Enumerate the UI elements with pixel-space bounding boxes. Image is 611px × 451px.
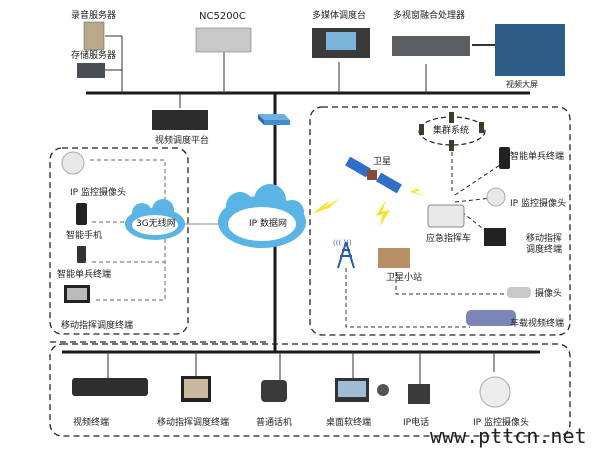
switch-icon <box>258 114 290 125</box>
bottom-group-box <box>49 343 571 437</box>
bottom-mobile-dispatch-label: 移动指挥调度终端 <box>157 418 230 428</box>
tower-icon <box>337 241 355 269</box>
webcam-icon <box>377 384 389 396</box>
ip-phone-icon <box>408 384 430 404</box>
right-single-soldier-terminal-icon <box>499 147 510 169</box>
storage-server-icon <box>77 63 105 78</box>
video-dispatch-platform-label: 视频调度平台 <box>155 136 210 146</box>
svg-text:((( ))): ((( ))) <box>333 239 352 247</box>
multimedia-console-label: 多媒体调度台 <box>312 11 367 21</box>
emergency-vehicle-label: 应急指挥车 <box>426 234 472 244</box>
vehicle-video-terminal-label: 车载视频终端 <box>510 319 565 329</box>
multiwindow-processor-icon <box>392 36 470 56</box>
left-ip-camera-label: IP 监控摄像头 <box>70 188 126 198</box>
video-dispatch-platform-icon <box>152 110 208 130</box>
right-mobile-dispatch-terminal-icon <box>484 228 506 246</box>
satellite-station-label: 卫星小站 <box>386 273 423 283</box>
video-wall-label: 视频大屏 <box>506 80 538 89</box>
single-soldier-terminal-icon <box>77 246 86 263</box>
video-terminal-icon <box>72 378 148 396</box>
vehicle-video-terminal-icon <box>466 310 516 326</box>
satellite-label: 卫星 <box>373 157 392 167</box>
camera-label: 摄像头 <box>535 289 563 299</box>
recording-server-label: 录音服务器 <box>71 11 117 21</box>
mobile-dispatch-line1: 移动指挥 <box>526 234 563 244</box>
3g-network-label: 3G无线网 <box>136 219 176 229</box>
mobile-dispatch-line2: 调度终端 <box>526 245 563 255</box>
right-ip-camera-label: IP 监控摄像头 <box>510 199 566 209</box>
recording-server-icon <box>83 21 105 51</box>
left-group-box <box>49 147 189 335</box>
phone-icon <box>261 380 287 402</box>
desktop-soft-terminal-label: 桌面软终端 <box>326 418 372 428</box>
left-mobile-dispatch-label: 移动指挥调度终端 <box>61 321 134 331</box>
ip-phone-label: IP电话 <box>403 418 430 428</box>
bottom-ip-camera-icon <box>479 376 511 408</box>
phone-label: 普通话机 <box>256 418 293 428</box>
right-single-soldier-label: 智能单兵终端 <box>510 152 565 162</box>
lightning-icons <box>312 184 428 226</box>
camera-icon <box>507 287 531 298</box>
video-wall-icon <box>495 24 565 76</box>
watermark: www.pttcn.net <box>430 424 587 448</box>
left-single-soldier-label: 智能单兵终端 <box>57 270 112 280</box>
trunking-system-label: 集群系统 <box>433 126 470 136</box>
radio-icons <box>419 112 484 151</box>
multiwindow-processor-label: 多视窗融合处理器 <box>393 11 466 21</box>
ip-network-label: IP 数据网 <box>249 219 287 229</box>
nc5200c-label: NC5200C <box>199 11 246 22</box>
nc5200c-icon <box>195 27 252 53</box>
satellite-station-icon <box>378 248 410 268</box>
storage-server-label: 存储服务器 <box>71 51 117 61</box>
right-ip-camera-icon <box>486 187 506 207</box>
smartphone-label: 智能手机 <box>66 231 103 241</box>
ip-camera-icon <box>61 151 85 175</box>
right-group-box <box>309 106 571 336</box>
emergency-vehicle-icon <box>427 204 465 228</box>
video-terminal-label: 视频终端 <box>73 418 110 428</box>
bottom-ip-camera-label: IP 监控摄像头 <box>473 418 529 428</box>
satellite-icon <box>345 156 402 194</box>
smartphone-icon <box>76 203 87 225</box>
